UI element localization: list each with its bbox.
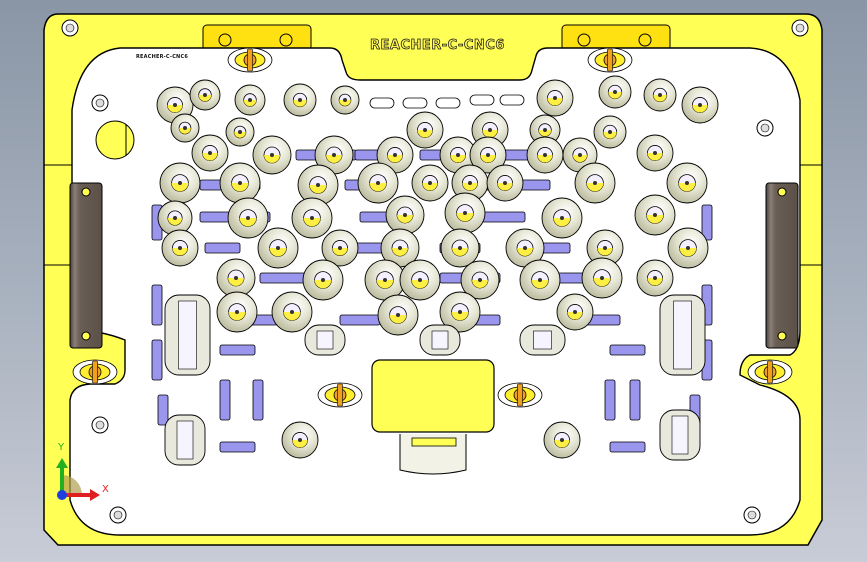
clamp-strap <box>157 394 169 426</box>
clamp-strap <box>629 379 641 421</box>
slot <box>435 97 461 109</box>
clamp-strap <box>259 272 311 284</box>
clamp-strap <box>204 242 241 254</box>
clamp-strap <box>609 344 646 356</box>
clamp-strap <box>151 284 163 326</box>
x-axis-label: X <box>102 484 109 495</box>
slot <box>469 94 495 106</box>
center-pocket <box>371 359 495 433</box>
part-label-engraving: REACHER-C-CNC6 <box>136 54 188 60</box>
handle-left <box>69 182 103 349</box>
clamp-strap <box>701 204 713 241</box>
clamp-strap <box>151 339 163 381</box>
clamp-strap <box>609 441 646 453</box>
coordinate-triad <box>56 458 100 501</box>
clearance-hole <box>95 120 135 160</box>
slot <box>499 94 525 106</box>
handle-right <box>765 182 799 349</box>
clamp-strap <box>604 379 616 421</box>
slot <box>402 97 428 109</box>
y-axis-label: Y <box>58 442 65 453</box>
clamp-strap <box>252 379 264 421</box>
clamp-strap <box>339 314 381 326</box>
clamp-strap <box>219 379 231 421</box>
slot <box>369 97 395 109</box>
model-title-engraving: REACHER-C-CNC6 <box>370 38 505 54</box>
clamp-strap <box>219 344 256 356</box>
clamp-strap <box>219 441 256 453</box>
